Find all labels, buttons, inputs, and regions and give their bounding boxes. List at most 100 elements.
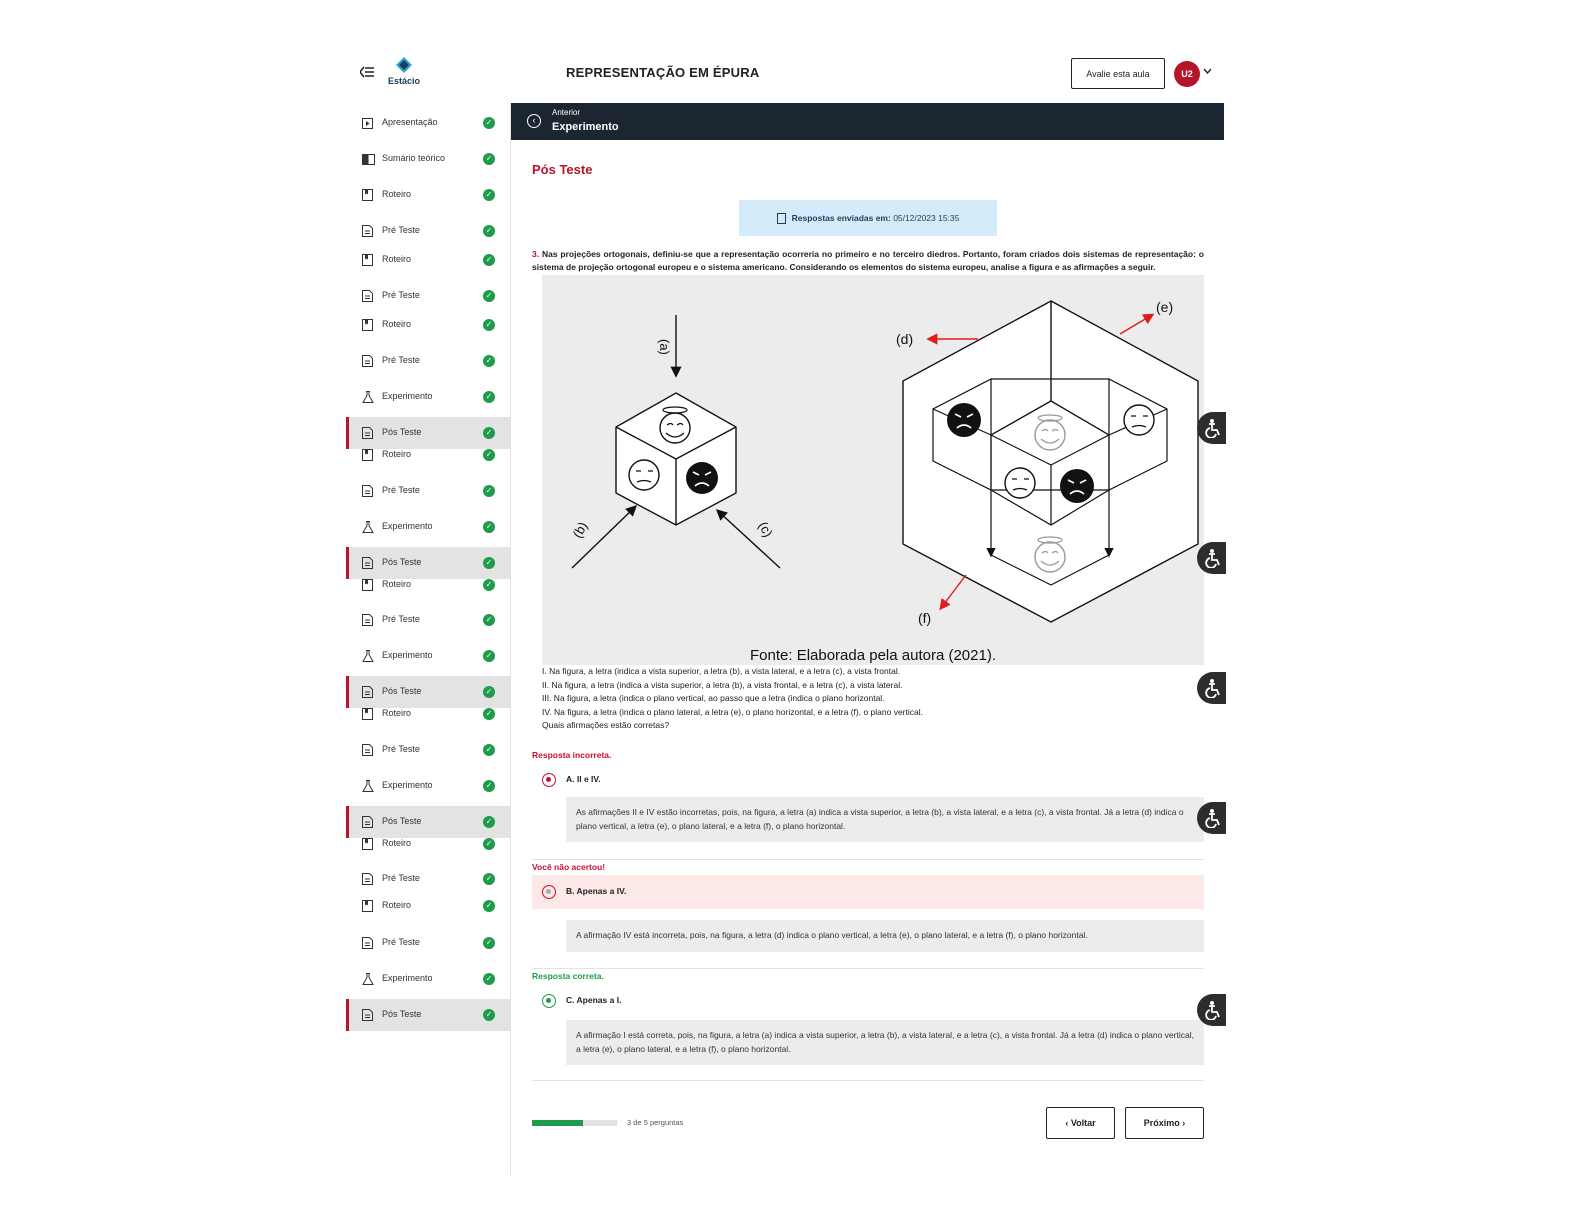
radio-icon[interactable] (542, 885, 556, 899)
chevron-down-icon[interactable] (1203, 66, 1212, 77)
avatar[interactable]: U2 (1174, 61, 1200, 87)
bookmark-icon (362, 578, 375, 591)
explanation-a: As afirmações II e IV estão incorretas, … (566, 797, 1204, 843)
flask-icon (362, 390, 375, 403)
sidebar-item[interactable]: Pré Teste✓ (346, 863, 511, 895)
check-circle-icon: ✓ (483, 650, 495, 662)
sidebar-item[interactable]: Roteiro✓ (346, 309, 511, 341)
explanation-c: A afirmação I está correta, pois, na fig… (566, 1020, 1204, 1066)
question-text: 3. Nas projeções ortogonais, definiu-se … (532, 248, 1204, 274)
document-icon (362, 872, 375, 885)
sidebar-item[interactable]: Pós Teste✓ (346, 806, 511, 838)
sidebar-item[interactable]: Experimento✓ (346, 381, 511, 413)
sidebar-item-label: Roteiro (382, 838, 412, 848)
check-circle-icon: ✓ (483, 579, 495, 591)
sidebar-item-label: Pré Teste (382, 355, 420, 365)
sidebar-item-label: Pós Teste (382, 816, 422, 826)
sidebar-item[interactable]: Roteiro✓ (346, 179, 511, 211)
sidebar-item[interactable]: Pós Teste✓ (346, 547, 511, 579)
bookmark-icon (362, 188, 375, 201)
sidebar-item[interactable]: Pós Teste✓ (346, 999, 511, 1031)
sidebar-item[interactable]: Roteiro✓ (346, 244, 511, 276)
sidebar-item[interactable]: Pré Teste✓ (346, 280, 511, 312)
svg-text:(e): (e) (1156, 299, 1173, 315)
radio-correct-icon[interactable] (542, 994, 556, 1008)
sidebar-item[interactable]: Roteiro✓ (346, 439, 511, 471)
sidebar-item-label: Pré Teste (382, 937, 420, 947)
check-circle-icon: ✓ (483, 521, 495, 533)
sidebar-item-label: Roteiro (382, 254, 412, 264)
sidebar: Apresentação✓Sumário teórico✓Roteiro✓Pré… (346, 103, 511, 1175)
sent-date: 05/12/2023 15:35 (893, 213, 960, 223)
brand-mark-icon (396, 57, 412, 73)
sidebar-item[interactable]: Roteiro✓ (346, 828, 511, 860)
accessibility-icon[interactable] (1197, 672, 1226, 704)
sidebar-item[interactable]: Experimento ✓ (346, 963, 511, 995)
figure-caption: Fonte: Elaborada pela autora (2021). (750, 647, 996, 664)
document-icon (362, 815, 375, 828)
feedback-wrong: Você não acertou! (532, 862, 606, 872)
sidebar-item[interactable]: Sumário teórico✓ (346, 143, 511, 175)
sidebar-item[interactable]: Experimento✓ (346, 770, 511, 802)
document-icon (362, 936, 375, 949)
answer-option-b[interactable]: B. Apenas a IV. (532, 875, 1204, 909)
accessibility-icon[interactable] (1197, 412, 1226, 444)
explanation-b: A afirmação IV está incorreta, pois, na … (566, 920, 1204, 952)
sidebar-item[interactable]: Pré Teste✓ (346, 604, 511, 636)
book-icon (362, 152, 375, 165)
check-circle-icon: ✓ (483, 290, 495, 302)
next-button[interactable]: Próximo › (1125, 1107, 1204, 1139)
brand-logo[interactable]: Estácio (384, 57, 424, 91)
flask-icon (362, 520, 375, 533)
document-icon (362, 354, 375, 367)
sidebar-item[interactable]: Apresentação✓ (346, 107, 511, 139)
check-circle-icon: ✓ (483, 973, 495, 985)
svg-text:(b): (b) (570, 519, 591, 540)
sidebar-item[interactable]: Pós Teste✓ (346, 417, 511, 449)
check-circle-icon: ✓ (483, 189, 495, 201)
accessibility-icon[interactable] (1197, 802, 1226, 834)
bookmark-icon (362, 448, 375, 461)
sidebar-item-label: Pós Teste (382, 557, 422, 567)
question-number: 3. (532, 249, 540, 259)
sidebar-item-label: Roteiro (382, 708, 412, 718)
radio-selected-icon[interactable] (542, 773, 556, 787)
bookmark-icon (362, 899, 375, 912)
divider (532, 968, 1204, 969)
progress-fill (532, 1120, 583, 1126)
accessibility-icon[interactable] (1197, 542, 1226, 574)
sidebar-item[interactable]: Pós Teste✓ (346, 676, 511, 708)
sidebar-item[interactable]: Roteiro ✓ (346, 698, 511, 730)
check-circle-icon: ✓ (483, 708, 495, 720)
back-button[interactable]: ‹ Voltar (1046, 1107, 1115, 1139)
answer-label-c: C. Apenas a I. (566, 995, 622, 1005)
collapse-menu-icon[interactable] (359, 65, 376, 81)
sidebar-item-label: Pré Teste (382, 485, 420, 495)
chevron-left-circle-icon[interactable]: ‹ (527, 114, 541, 128)
document-icon (362, 743, 375, 756)
sidebar-item[interactable]: Roteiro✓ (346, 890, 511, 922)
sidebar-item[interactable]: Pré Teste✓ (346, 215, 511, 247)
sidebar-item-label: Experimento (382, 973, 433, 983)
rate-lesson-button[interactable]: Avalie esta aula (1071, 58, 1165, 89)
answer-option-c[interactable]: C. Apenas a I. (532, 984, 1204, 1018)
question-figure: (a) (b) (c) (542, 275, 1204, 665)
sidebar-item[interactable]: Experimento✓ (346, 640, 511, 672)
sidebar-item[interactable]: Pré Teste✓ (346, 345, 511, 377)
next-label: Próximo (1143, 1118, 1180, 1128)
svg-text:(a): (a) (657, 339, 672, 355)
svg-text:(d): (d) (896, 331, 913, 347)
previous-step-title: Experimento (552, 121, 619, 133)
sidebar-item[interactable]: Pré Teste✓ (346, 734, 511, 766)
sidebar-item-label: Pré Teste (382, 225, 420, 235)
bookmark-icon (362, 837, 375, 850)
sidebar-item[interactable]: Pré Teste✓ (346, 475, 511, 507)
sidebar-item-label: Pré Teste (382, 614, 420, 624)
sidebar-item[interactable]: Experimento✓ (346, 511, 511, 543)
sidebar-item[interactable]: Pré Teste✓ (346, 927, 511, 959)
answer-option-a[interactable]: A. II e IV. (532, 763, 1204, 797)
check-circle-icon: ✓ (483, 744, 495, 756)
sidebar-item[interactable]: Roteiro✓ (346, 569, 511, 601)
accessibility-icon[interactable] (1197, 994, 1226, 1026)
previous-step-bar[interactable]: ‹ Anterior Experimento (511, 103, 1224, 140)
